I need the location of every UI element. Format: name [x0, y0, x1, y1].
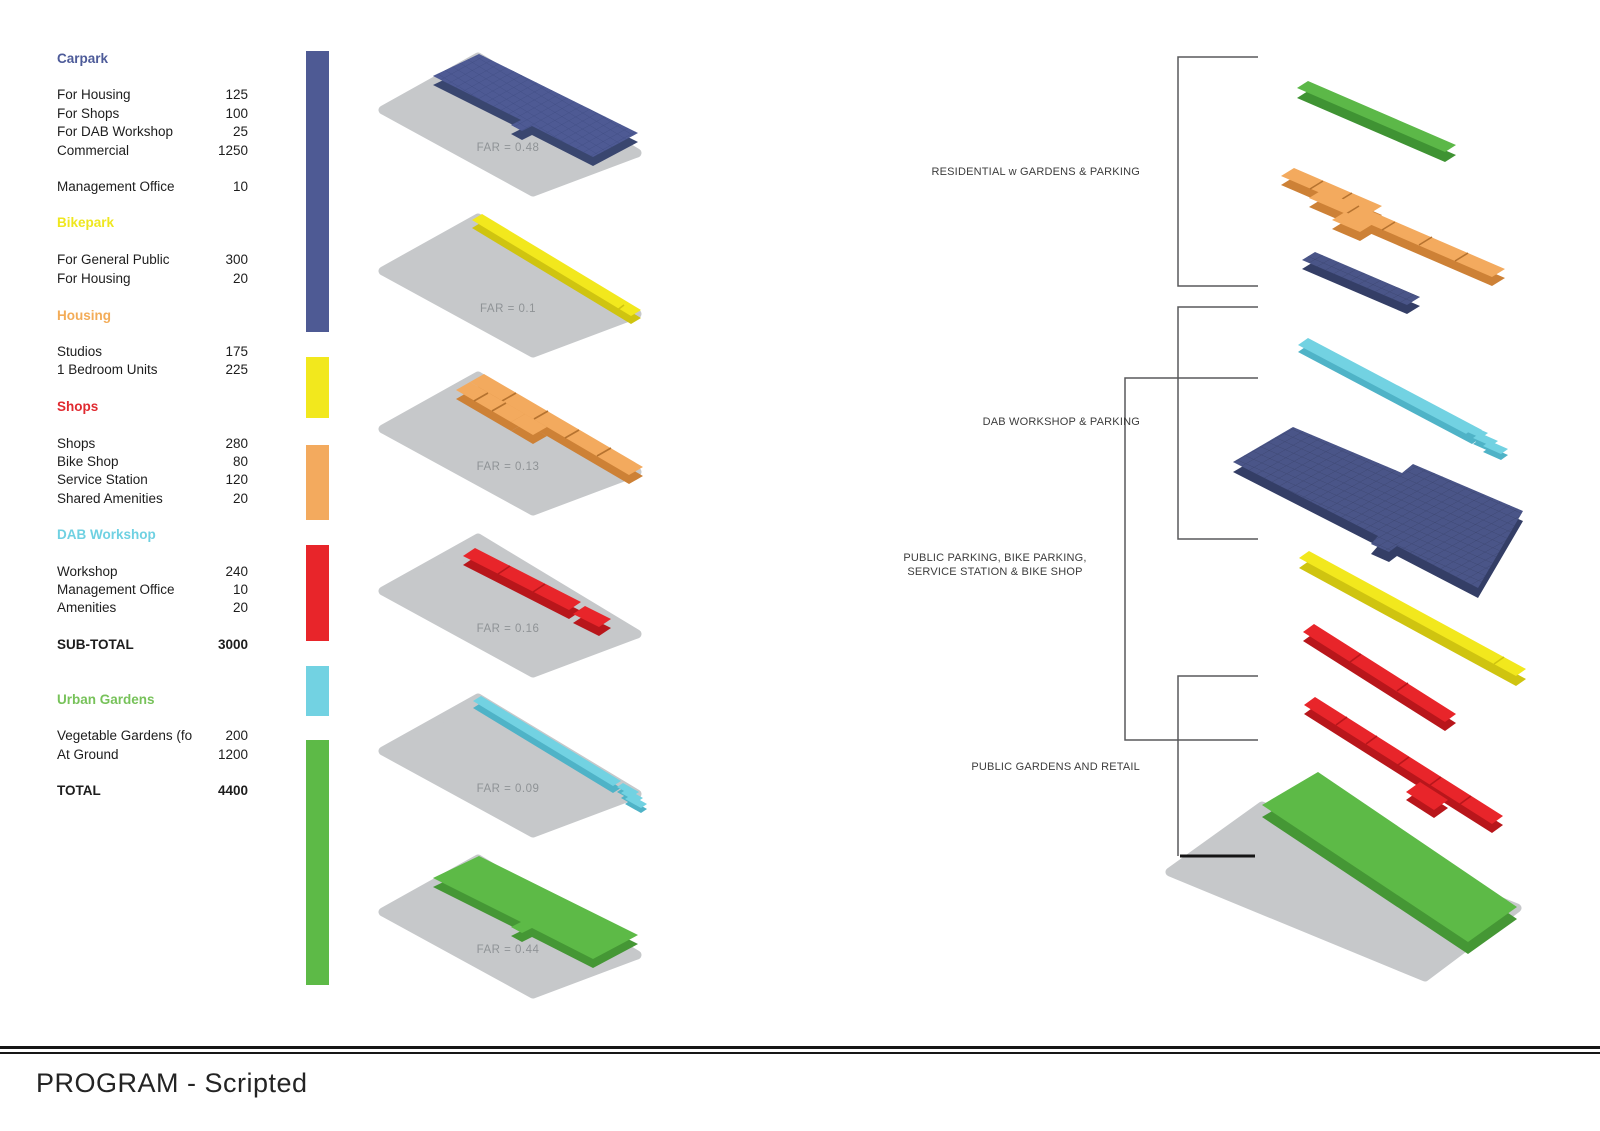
far-label: FAR = 0.1	[480, 303, 536, 315]
shops-bar	[463, 548, 581, 610]
housing-block-row-back	[1281, 168, 1382, 214]
section-header-housing: Housing	[57, 308, 111, 323]
garden-slab	[1262, 772, 1517, 942]
footer-rule-thick	[0, 1046, 1600, 1049]
bikepark-bar	[472, 214, 641, 316]
housing-bar	[470, 374, 643, 475]
carpark-color-bar	[306, 51, 329, 332]
housing-color-bar	[306, 445, 329, 520]
shops-bar-upper	[1303, 624, 1456, 722]
bracket-dab	[1177, 306, 1258, 540]
exploded-axonometric: RESIDENTIAL w GARDENS & PARKING DAB WORK…	[903, 56, 1526, 982]
far-diagram-dab: FAR = 0.09	[378, 693, 647, 838]
housing-block-drop	[1332, 212, 1373, 232]
label-public-parking-line1: PUBLIC PARKING, BIKE PARKING,	[903, 552, 1086, 564]
bracket-public-parking	[1124, 377, 1258, 741]
dab-workshop-bar	[1298, 338, 1482, 437]
housing-block-row-front	[1309, 190, 1505, 277]
far-label: FAR = 0.44	[477, 944, 540, 956]
section-header-urban-gardens: Urban Gardens	[57, 692, 155, 707]
section-header-shops: Shops	[57, 399, 99, 414]
bracket-gardens	[1177, 675, 1258, 856]
bracket-residential	[1177, 56, 1258, 287]
site-plate	[378, 371, 642, 516]
residential-green-bar	[1297, 81, 1456, 152]
label-public-parking-line2: SERVICE STATION & BIKE SHOP	[907, 566, 1082, 578]
page-title: PROGRAM - Scripted	[36, 1068, 308, 1098]
far-diagram-bikepark: FAR = 0.1	[378, 213, 642, 358]
far-label: FAR = 0.48	[477, 142, 540, 154]
bikepark-bar-right	[1299, 551, 1526, 676]
far-diagram-shops: FAR = 0.16	[378, 533, 642, 678]
dab-workshop-color-bar	[306, 666, 329, 716]
site-plate	[378, 533, 642, 678]
label-residential: RESIDENTIAL w GARDENS & PARKING	[931, 166, 1140, 178]
far-diagram-gardens: FAR = 0.44	[378, 854, 642, 999]
footer-rule-thin	[0, 1052, 1600, 1054]
shops-color-bar	[306, 545, 329, 641]
gardens-slab	[433, 856, 638, 959]
section-header-bikepark: Bikepark	[57, 215, 115, 230]
shops-cross-block	[1406, 782, 1448, 810]
site-plate	[378, 213, 642, 358]
site-plate	[378, 693, 642, 838]
section-header-carpark: Carpark	[57, 51, 248, 68]
far-diagram-carpark: FAR = 0.48	[378, 52, 642, 197]
far-label: FAR = 0.16	[477, 623, 540, 635]
bikepark-color-bar	[306, 357, 329, 418]
label-dab-workshop: DAB WORKSHOP & PARKING	[983, 416, 1140, 428]
far-label: FAR = 0.13	[477, 461, 540, 473]
section-header-dab-workshop: DAB Workshop	[57, 527, 156, 542]
section-header-label: Carpark	[57, 51, 109, 66]
far-label: FAR = 0.09	[477, 783, 540, 795]
far-diagram-housing: FAR = 0.13	[378, 371, 643, 516]
urban-gardens-color-bar	[306, 740, 329, 985]
label-public-gardens: PUBLIC GARDENS AND RETAIL	[971, 761, 1140, 773]
dab-bar	[473, 696, 621, 786]
